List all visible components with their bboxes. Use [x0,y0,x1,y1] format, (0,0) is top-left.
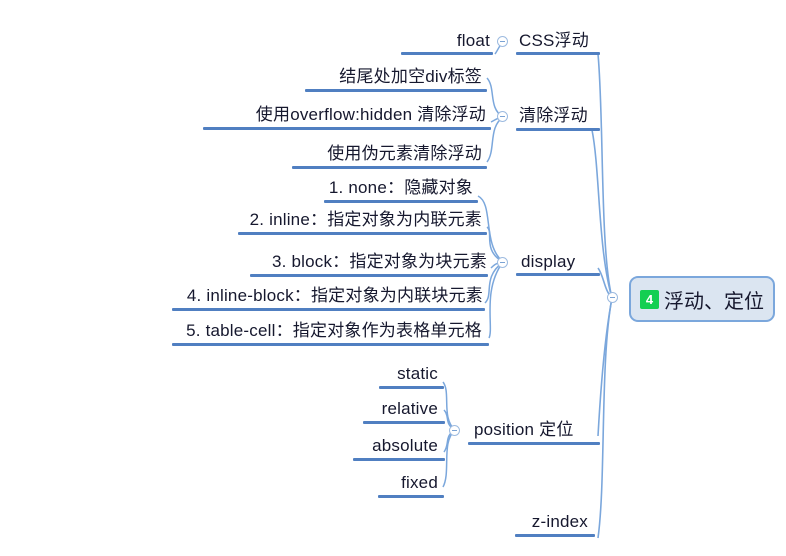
leaf-display-inline-block[interactable]: 4. inline-block：指定对象为内联块元素 [170,287,483,304]
leaf-position-static[interactable]: static [330,365,438,382]
leaf-empty-div[interactable]: 结尾处加空div标签 [260,68,482,85]
node-underline [324,200,478,203]
node-underline [516,52,600,55]
node-text: CSS浮动 [519,31,589,50]
node-underline [516,128,600,131]
node-text: 5. table-cell：指定对象作为表格单元格 [186,321,482,340]
node-underline [305,89,487,92]
collapse-icon-css-float[interactable] [497,36,508,47]
node-text: 1. none：隐藏对象 [328,178,473,197]
node-text: float [456,31,490,50]
leaf-display-none[interactable]: 1. none：隐藏对象 [280,179,473,196]
node-underline [379,386,444,389]
branch-label-z-index[interactable]: z-index [468,513,588,530]
leaf-position-absolute[interactable]: absolute [318,437,438,454]
node-text: position 定位 [474,420,574,439]
branch-label-clear-float[interactable]: 清除浮动 [519,107,588,124]
node-text: 结尾处加空div标签 [339,67,482,86]
leaf-display-block[interactable]: 3. block：指定对象为块元素 [240,253,487,270]
node-underline [363,421,445,424]
node-underline [203,127,491,130]
node-text: fixed [401,473,438,492]
node-underline [172,308,485,311]
branch-label-display[interactable]: display [521,253,575,270]
node-text: 清除浮动 [519,106,588,125]
node-underline [250,274,488,277]
node-underline [516,273,600,276]
leaf-display-inline[interactable]: 2. inline：指定对象为内联元素 [222,211,482,228]
leaf-display-table-cell[interactable]: 5. table-cell：指定对象作为表格单元格 [170,322,482,339]
node-underline [238,232,487,235]
node-underline [401,52,493,55]
leaf-pseudo-element[interactable]: 使用伪元素清除浮动 [250,145,482,162]
branch-label-css-float[interactable]: CSS浮动 [519,32,589,49]
node-underline [468,442,600,445]
collapse-icon-root[interactable] [607,292,618,303]
leaf-float[interactable]: float [378,32,490,49]
leaf-overflow-hidden[interactable]: 使用overflow:hidden 清除浮动 [180,106,486,123]
root-node[interactable]: 4 浮动、定位 [629,276,775,322]
branch-label-position[interactable]: position 定位 [474,421,574,438]
node-text: display [521,252,576,271]
collapse-icon-position[interactable] [449,425,460,436]
node-text: 使用伪元素清除浮动 [327,144,482,163]
collapse-icon-display[interactable] [497,257,508,268]
node-text: static [397,364,438,383]
node-underline [353,458,445,461]
leaf-position-fixed[interactable]: fixed [340,474,438,491]
node-underline [172,343,489,346]
node-text: absolute [372,436,438,455]
node-text: z-index [531,512,588,531]
collapse-icon-clear-float[interactable] [497,111,508,122]
node-text: 2. inline：指定对象为内联元素 [249,210,482,229]
leaf-position-relative[interactable]: relative [320,400,438,417]
root-label: 浮动、定位 [664,290,764,313]
node-text: 3. block：指定对象为块元素 [272,252,487,271]
node-underline [292,166,487,169]
node-underline [378,495,444,498]
node-text: 4. inline-block：指定对象为内联块元素 [186,286,483,305]
root-badge: 4 [640,289,659,309]
node-text: 使用overflow:hidden 清除浮动 [255,105,486,124]
node-text: relative [381,399,438,418]
node-underline [515,534,595,537]
